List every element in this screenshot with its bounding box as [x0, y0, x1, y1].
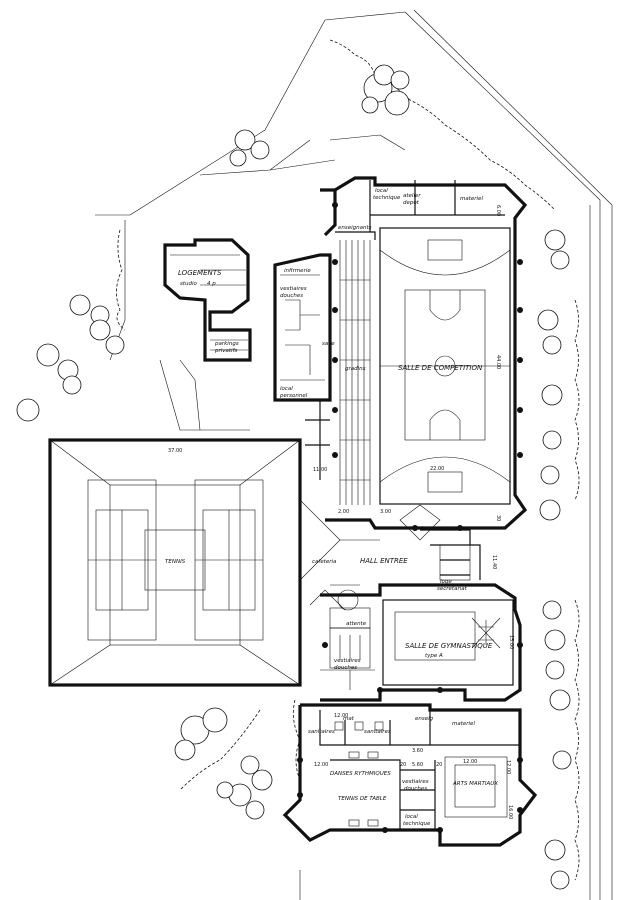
dim-11-00: 11.00 — [313, 467, 327, 473]
label-salle-gymnastique: SALLE DE GYMNASTIQUE — [405, 642, 493, 650]
dim-3-00: 3.00 — [380, 509, 391, 515]
tree-cluster-north — [229, 64, 410, 167]
label-tennis-de-table: TENNIS DE TABLE — [338, 796, 387, 802]
label-local-technique-top-2: technique — [373, 195, 401, 201]
label-materiel-bottom: materiel — [452, 721, 475, 727]
label-douches-1: douches — [280, 293, 303, 299]
competition-columns — [332, 202, 523, 531]
label-sanitaires-1: sanitaires — [308, 729, 335, 735]
label-local-technique-bottom: local — [405, 814, 418, 820]
dim-3-60: 3.60 — [412, 748, 423, 754]
competition-court-lines — [379, 239, 511, 493]
label-enseig: enseig — [415, 716, 434, 722]
dim-12-00-b: 12.00 — [314, 762, 328, 768]
dim-5-60: 5.60 — [412, 762, 423, 768]
label-attente: attente — [346, 621, 367, 627]
label-gradins: gradins — [345, 366, 366, 372]
dim-30: 30 — [495, 515, 501, 521]
tennis-hall — [48, 438, 302, 687]
label-douches-2: douches — [334, 665, 357, 671]
label-materiel-top: materiel — [460, 196, 483, 202]
tennis-courts — [87, 479, 264, 641]
label-loge: loge — [440, 579, 452, 585]
label-local-technique-top: local — [375, 188, 388, 194]
gym-west-rooms — [320, 607, 375, 690]
south-furniture — [334, 721, 384, 827]
gym-columns — [322, 642, 523, 693]
site-roads — [95, 9, 613, 900]
label-infirmerie: infirmerie — [284, 268, 311, 274]
label-arts-martiaux: ARTS MARTIAUX — [452, 781, 498, 787]
label-loge-secretariat: secretariat — [437, 586, 468, 592]
dim-12-00-d: 12.00 — [505, 760, 511, 774]
label-type-a: type A — [425, 653, 443, 659]
south-columns — [297, 757, 523, 833]
label-hall-entree: HALL ENTREE — [360, 557, 408, 565]
label-parkings: parkings — [214, 341, 239, 347]
label-sanitaires-2: sanitaires — [364, 729, 391, 735]
label-vestiaires-3: vestiaires — [402, 779, 429, 785]
gradins — [339, 240, 371, 505]
dim-12-00-a: 12.00 — [334, 713, 348, 719]
label-mat: mat — [343, 716, 355, 722]
room-labels: LOGEMENTS studio 4 p parkings privatifs … — [165, 188, 498, 827]
logements-block — [163, 238, 252, 362]
south-wing — [282, 703, 538, 847]
label-enseignants: enseignants — [338, 225, 372, 231]
trees — [16, 64, 572, 890]
dim-2-00: 2.00 — [338, 509, 349, 515]
dim-12-00-c: 12.00 — [463, 759, 477, 765]
hedges — [116, 39, 580, 881]
dim-20-a: 20 — [400, 762, 406, 768]
label-danses-rythmiques: DANSES RYTHMIQUES — [330, 771, 391, 777]
label-local-personnel-2: personnel — [279, 393, 308, 399]
competition-wing — [320, 176, 528, 531]
dim-37-00: 37.00 — [168, 448, 182, 454]
tree-cluster-east — [537, 229, 572, 890]
dim-44-00: 44.00 — [495, 355, 501, 369]
label-depot: depot — [403, 200, 420, 206]
label-studio: studio — [180, 281, 198, 287]
label-local-technique-bottom-2: technique — [403, 821, 431, 827]
tree-cluster-southwest — [174, 707, 273, 820]
label-salle: salle — [322, 341, 335, 347]
west-service-block — [273, 253, 332, 480]
label-privatifs: privatifs — [214, 348, 238, 354]
dimension-labels: 37.00 44.00 22.00 11.00 2.00 3.00 6.00 1… — [168, 205, 514, 819]
dim-16-00: 16.00 — [507, 805, 513, 819]
label-cafeteria: cafeteria — [312, 559, 337, 565]
label-salle-competition: SALLE DE COMPETITION — [398, 364, 483, 372]
label-vestiaires-2: vestiaires — [334, 658, 361, 664]
label-tennis: TENNIS — [165, 559, 186, 565]
label-bureau: bureau — [421, 526, 441, 532]
tree-cluster-west — [16, 294, 125, 422]
dim-11-40: 11.40 — [491, 555, 497, 569]
label-atelier: atelier — [403, 193, 421, 199]
dim-6-00: 6.00 — [495, 205, 501, 216]
hall-entree — [299, 499, 481, 611]
label-4p: 4 p — [207, 281, 216, 287]
dim-22-00: 22.00 — [430, 466, 444, 472]
label-vestiaires-1: vestiaires — [280, 286, 307, 292]
gymnastics-wing — [320, 583, 523, 702]
label-local-personnel: local — [280, 386, 293, 392]
label-logements: LOGEMENTS — [178, 269, 222, 277]
dim-20-b: 20 — [436, 762, 442, 768]
label-douches-3: douches — [404, 786, 427, 792]
dim-15-00: 15.00 — [508, 635, 514, 649]
